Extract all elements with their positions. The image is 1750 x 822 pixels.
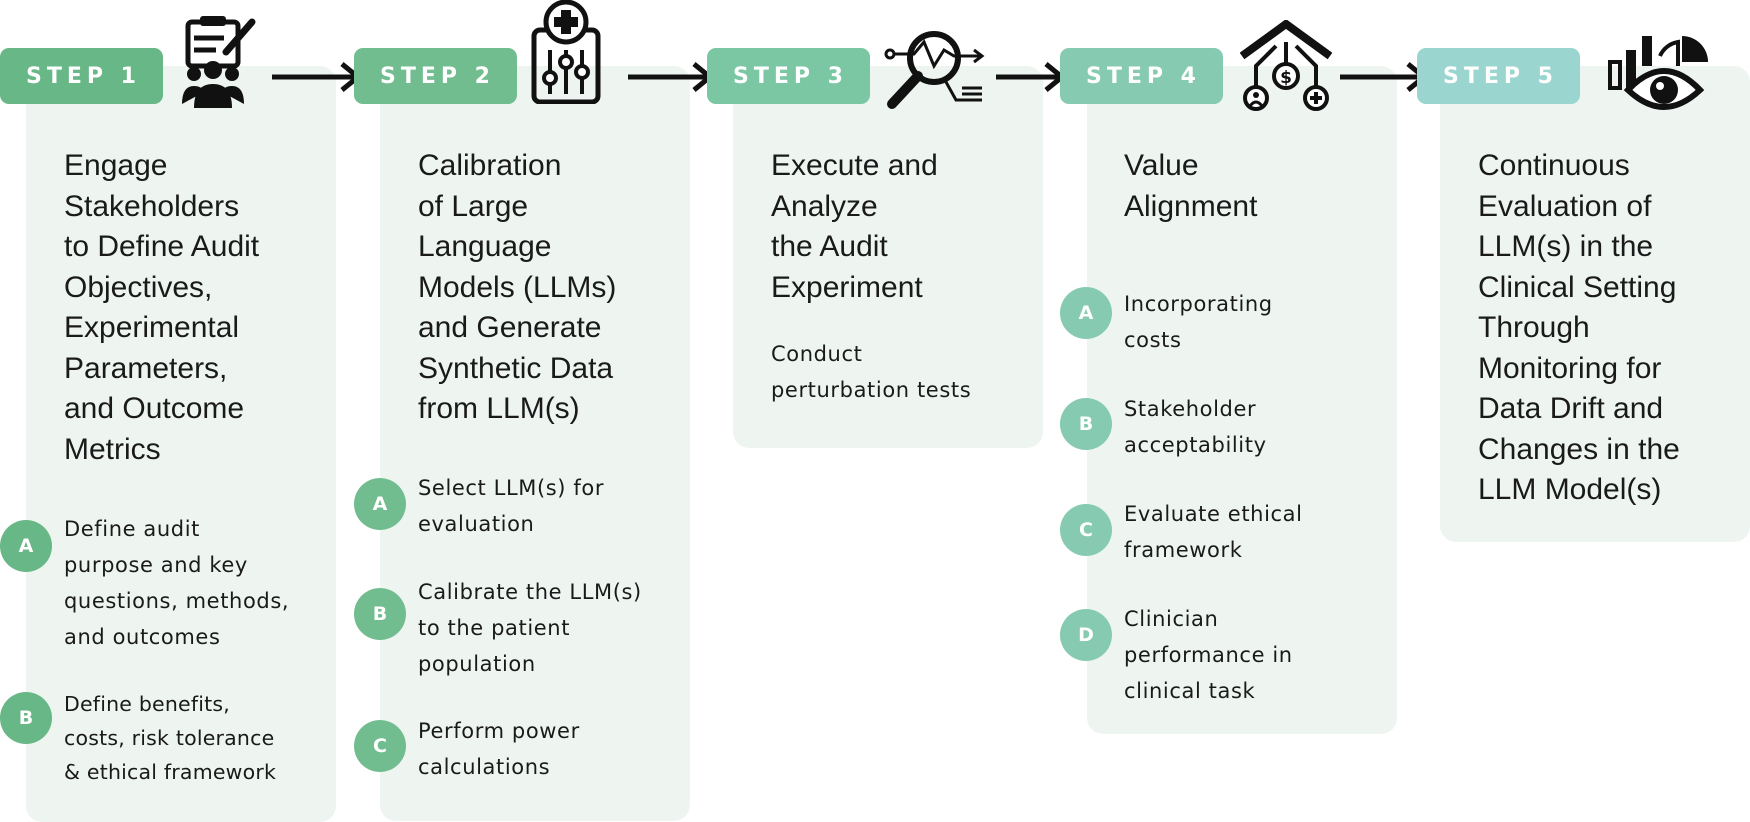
step-3-title: Execute and Analyze the Audit Experiment <box>771 149 938 304</box>
step-4-card <box>1087 66 1397 734</box>
step-4-item-b-marker: B <box>1060 398 1112 450</box>
step-4-item-a-marker: A <box>1060 287 1112 339</box>
step-1-item-b-text: Define benefits, costs, risk tolerance &… <box>64 692 277 784</box>
step-3-note: Conduct perturbation tests <box>771 342 972 402</box>
step-2-item-b-text: Calibrate the LLM(s) to the patient popu… <box>418 580 642 676</box>
arrow-step1-to-step2 <box>272 62 362 92</box>
arrow-step3-to-step4 <box>996 62 1066 92</box>
step-4-badge: STEP 4 <box>1060 48 1223 104</box>
step-4-item-a-text: Incorporating costs <box>1124 292 1273 352</box>
step-4-item-d-marker: D <box>1060 609 1112 661</box>
step-5-title: Continuous Evaluation of LLM(s) in the C… <box>1478 149 1680 506</box>
step-3-badge: STEP 3 <box>707 48 870 104</box>
value-network-house-icon: $ <box>1239 19 1333 116</box>
step-2-item-a-marker: A <box>354 478 406 530</box>
step-4-item-c-marker: C <box>1060 504 1112 556</box>
step-4-title: Value Alignment <box>1124 149 1258 223</box>
step-1-item-b-marker: B <box>0 692 52 744</box>
step-2-item-b-marker: B <box>354 588 406 640</box>
svg-text:$: $ <box>1280 68 1292 88</box>
step-5-card <box>1440 66 1750 542</box>
step-2-badge: STEP 2 <box>354 48 517 104</box>
eye-monitoring-chart-icon <box>1608 32 1720 116</box>
step-4-item-d-text: Clinician performance in clinical task <box>1124 607 1293 703</box>
step-1-card <box>26 66 336 822</box>
step-1-item-a-marker: A <box>0 520 52 572</box>
arrow-step2-to-step3 <box>628 62 714 92</box>
step-2-item-a-text: Select LLM(s) for evaluation <box>418 476 605 536</box>
step-1-title: Engage Stakeholders to Define Audit Obje… <box>64 149 260 466</box>
step-2-card <box>380 66 690 821</box>
step-5-badge: STEP 5 <box>1417 48 1580 104</box>
step-4-item-c-text: Evaluate ethical framework <box>1124 502 1303 562</box>
step-1-item-a-text: Define audit purpose and key questions, … <box>64 517 290 649</box>
step-4-item-b-text: Stakeholder acceptability <box>1124 397 1267 457</box>
step-2-title: Calibration of Large Language Models (LL… <box>418 149 617 425</box>
step-3-card <box>733 66 1043 448</box>
step-2-item-c-text: Perform power calculations <box>418 719 580 779</box>
magnifier-analysis-icon <box>884 26 986 114</box>
step-2-item-c-marker: C <box>354 720 406 772</box>
medical-calibration-sliders-icon <box>530 0 602 108</box>
step-1-badge: STEP 1 <box>0 48 163 104</box>
stakeholders-clipboard-icon <box>180 16 258 112</box>
